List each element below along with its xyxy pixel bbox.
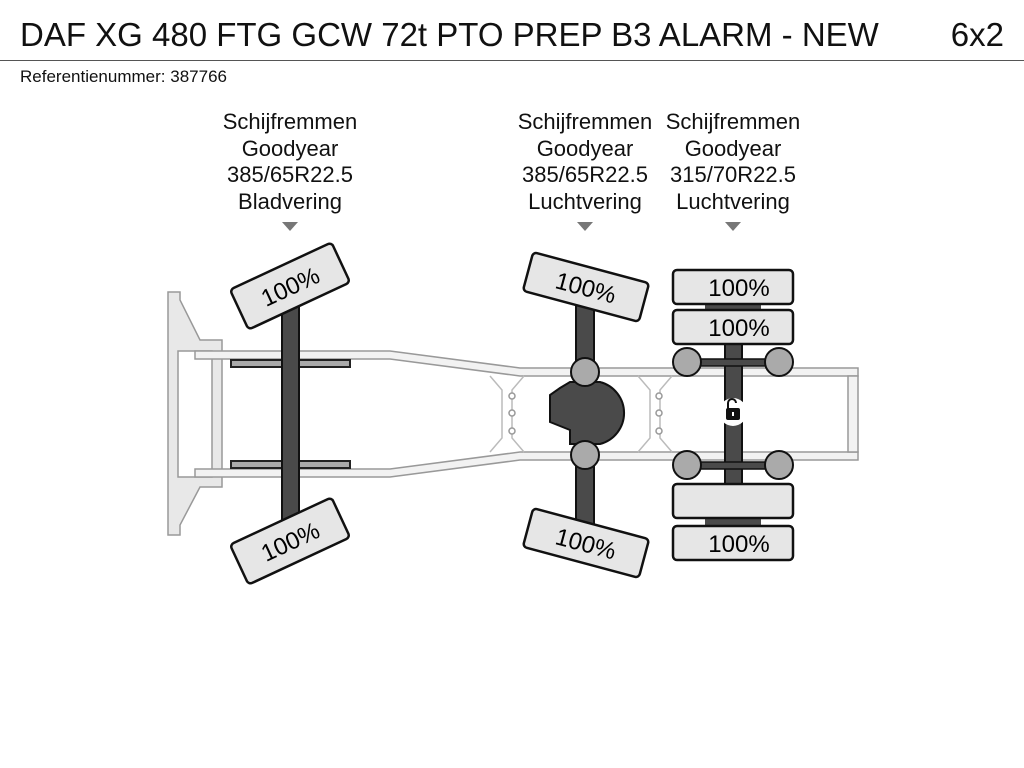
axle-configuration: 6x2 xyxy=(950,16,1004,53)
tire-axle-3-left-inner[interactable]: 100% xyxy=(671,308,795,346)
axle-1: 100% 100% xyxy=(230,242,351,585)
reference-number: Referentienummer: 387766 xyxy=(20,67,227,86)
differential xyxy=(549,381,626,445)
tire-axle-2-right[interactable]: 100% xyxy=(522,507,650,579)
axle-3: 100% 100% 100% xyxy=(671,268,795,562)
divider xyxy=(0,60,1024,61)
svg-text:100%: 100% xyxy=(708,531,769,558)
tire-axle-3-right-inner[interactable] xyxy=(671,482,795,520)
page-title: DAF XG 480 FTG GCW 72t PTO PREP B3 ALARM… xyxy=(20,16,879,53)
svg-text:100%: 100% xyxy=(708,315,769,342)
svg-text:100%: 100% xyxy=(708,275,769,302)
tire-axle-3-left-outer[interactable]: 100% xyxy=(671,268,795,306)
arrow-down-icon xyxy=(725,222,741,231)
axle-2: 100% 100% xyxy=(522,251,650,579)
front-bumper xyxy=(167,291,223,536)
tire-axle-2-left[interactable]: 100% xyxy=(522,251,650,323)
unlock-icon xyxy=(719,398,747,426)
arrow-down-icon xyxy=(282,222,298,231)
arrow-down-icon xyxy=(577,222,593,231)
tire-axle-3-right-outer[interactable]: 100% xyxy=(671,524,795,562)
